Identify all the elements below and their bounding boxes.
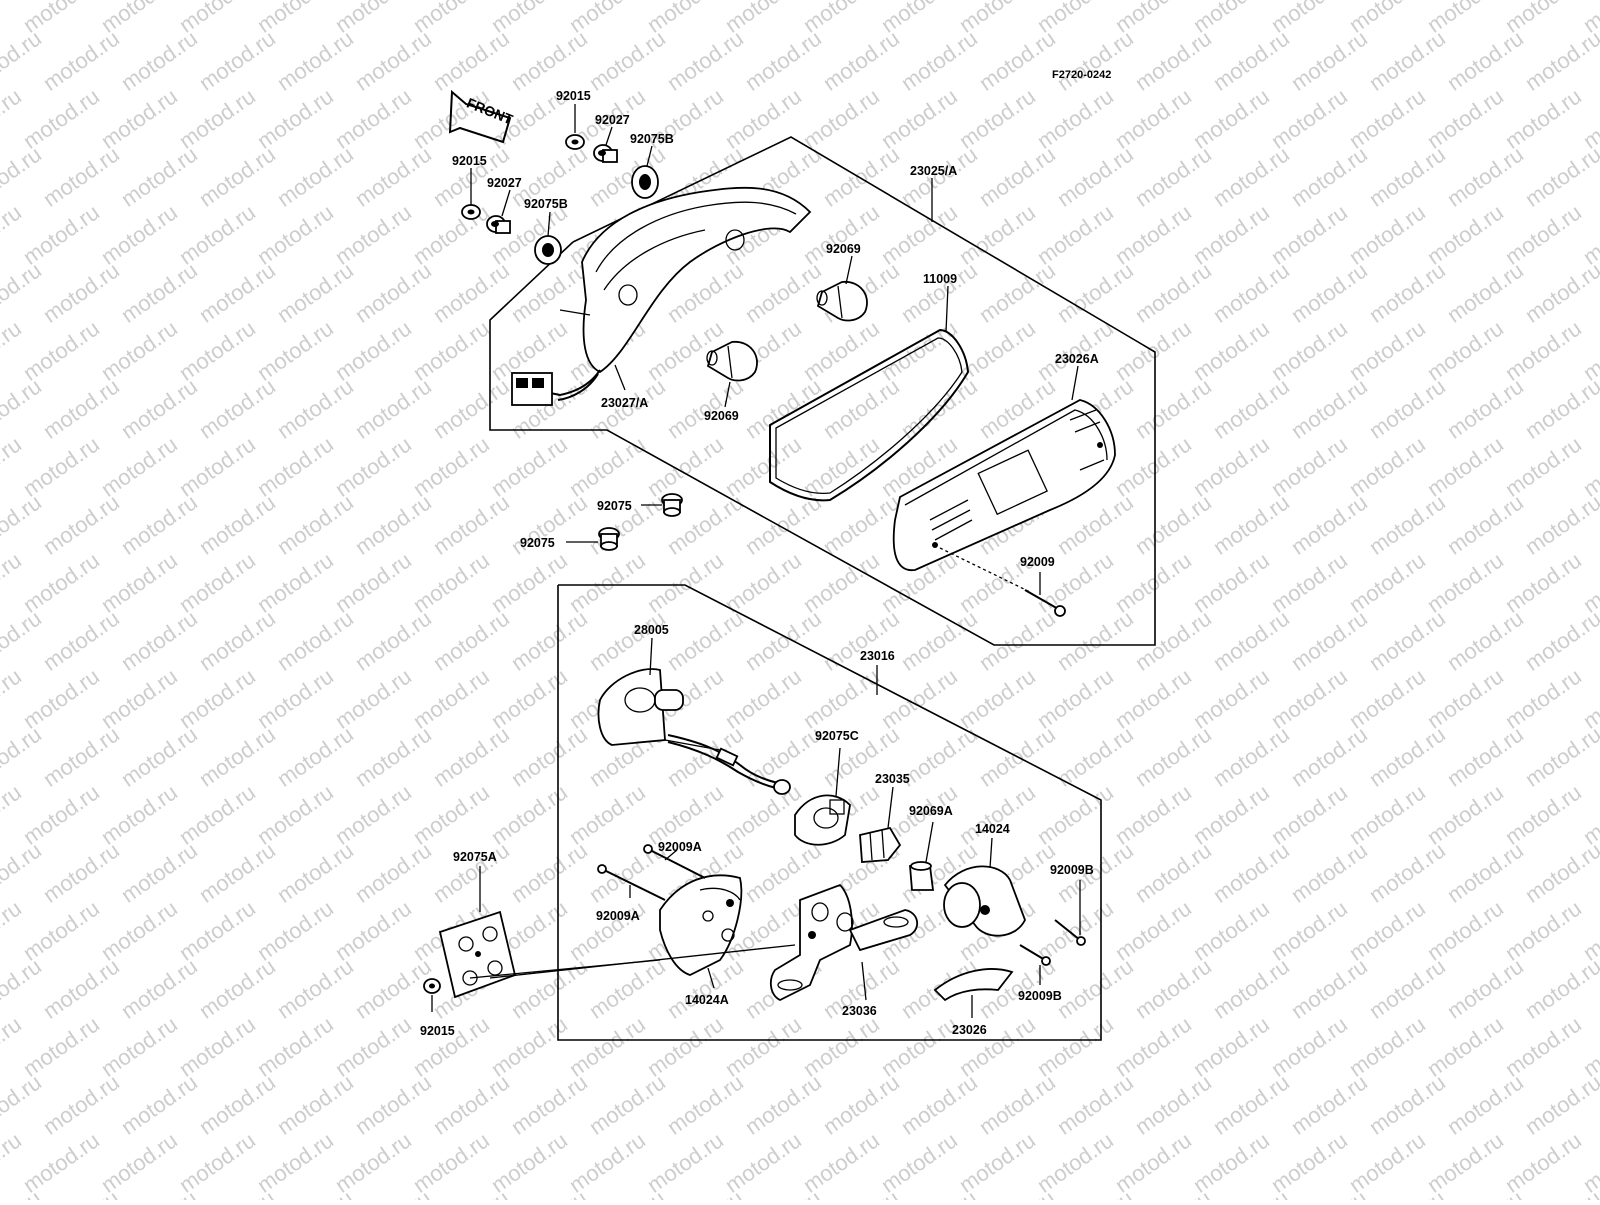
label-23027A: 23027/A xyxy=(601,396,648,410)
label-92009B-upper: 92009B xyxy=(1050,863,1094,877)
diagram-code: F2720-0242 xyxy=(1052,69,1111,81)
front-arrow-icon: FRONT xyxy=(448,89,516,144)
label-92027-top: 92027 xyxy=(595,113,630,127)
label-23025A: 23025/A xyxy=(910,164,957,178)
label-23036: 23036 xyxy=(842,1004,877,1018)
label-14024A: 14024A xyxy=(685,993,729,1007)
label-23035: 23035 xyxy=(875,772,910,786)
screw-92009 xyxy=(1024,589,1066,617)
bulb-92069A xyxy=(909,861,935,891)
taillight-housing xyxy=(511,186,812,406)
grommet-92075-b xyxy=(598,527,620,551)
collar-92027-left xyxy=(486,215,511,234)
socket-28005 xyxy=(597,668,791,795)
bulb-holder-23035 xyxy=(859,826,902,863)
taillight-lens xyxy=(892,399,1116,572)
lamp-cover-14024 xyxy=(943,865,1026,937)
grommet-92075C xyxy=(794,794,851,846)
nut-92015-bottom xyxy=(423,978,441,994)
screw-92009A-upper xyxy=(643,844,706,879)
grommet-92015-left xyxy=(461,204,481,220)
label-23026A: 23026A xyxy=(1055,352,1099,366)
label-23026: 23026 xyxy=(952,1023,987,1037)
label-92075-b: 92075 xyxy=(520,536,555,550)
label-92027-left: 92027 xyxy=(487,176,522,190)
label-92015-left: 92015 xyxy=(452,154,487,168)
label-92075B-top: 92075B xyxy=(630,132,674,146)
label-92015-bottom: 92015 xyxy=(420,1024,455,1038)
label-92015-top: 92015 xyxy=(556,89,591,103)
label-92009B-lower: 92009B xyxy=(1018,989,1062,1003)
grommet-92075B-top xyxy=(631,165,659,199)
label-92009A-upper: 92009A xyxy=(658,840,702,854)
label-92069-upper: 92069 xyxy=(826,242,861,256)
screw-92009B-b xyxy=(1019,944,1051,966)
screw-92009B-a xyxy=(1054,919,1086,946)
label-92075A: 92075A xyxy=(453,850,497,864)
upper-assembly-outline xyxy=(489,136,1156,646)
bulb-92069-lower xyxy=(706,341,758,382)
grommet-92075B-left xyxy=(534,235,562,265)
gasket-11009 xyxy=(769,328,970,502)
screw-92009A-lower xyxy=(597,864,666,901)
grommet-92015-top xyxy=(565,134,585,150)
label-92069A: 92069A xyxy=(909,804,953,818)
label-92009: 92009 xyxy=(1020,555,1055,569)
label-92075C: 92075C xyxy=(815,729,859,743)
bulb-92069-upper xyxy=(816,281,868,322)
label-92009A-lower: 92009A xyxy=(596,909,640,923)
label-23016: 23016 xyxy=(860,649,895,663)
plate-92075A xyxy=(438,910,517,999)
label-14024: 14024 xyxy=(975,822,1010,836)
lower-assembly-outline xyxy=(557,584,1102,1041)
collar-92027-top xyxy=(593,144,618,163)
label-92069-lower: 92069 xyxy=(704,409,739,423)
lamp-housing-14024A xyxy=(659,874,743,976)
grommet-92075-a xyxy=(661,493,683,517)
label-92075B-left: 92075B xyxy=(524,197,568,211)
label-11009: 11009 xyxy=(923,272,957,286)
license-bracket-23036 xyxy=(769,883,919,1002)
label-92075-a: 92075 xyxy=(597,499,632,513)
front-arrow-label: FRONT xyxy=(464,95,515,128)
label-28005: 28005 xyxy=(634,623,669,637)
trim-23026 xyxy=(933,968,1014,1002)
